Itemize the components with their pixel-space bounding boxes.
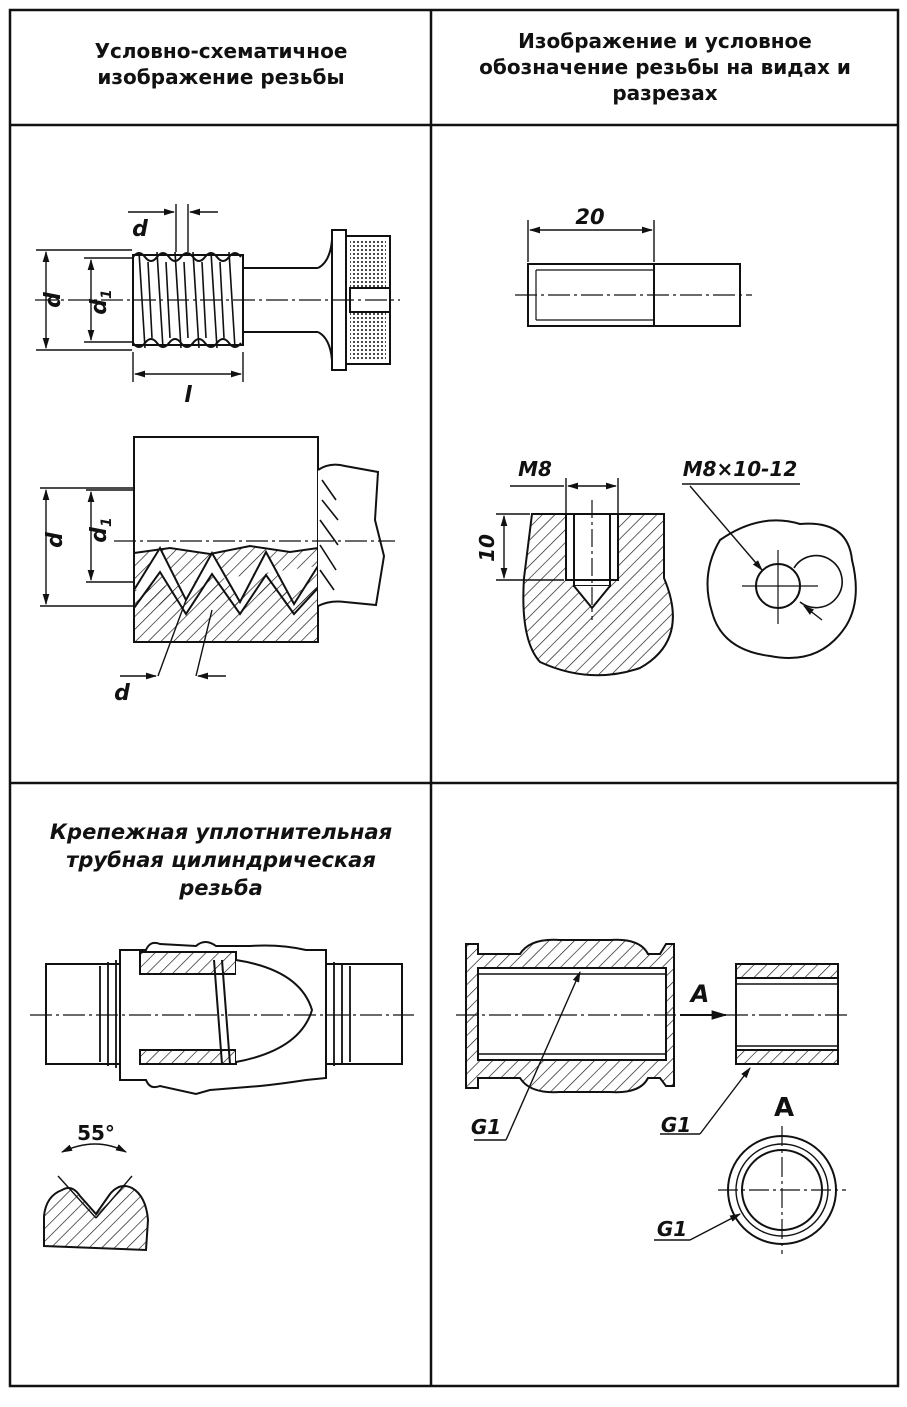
nut-dimensions [40, 487, 226, 680]
threaded-rod [515, 220, 752, 327]
header-col2-line3: разрезах [612, 81, 718, 105]
label-d1-subscript: 1 [99, 517, 115, 527]
table-border [8, 8, 900, 1388]
screw-dimensions [36, 204, 244, 382]
label-view-a: A [774, 1093, 794, 1123]
caption-line3: резьба [179, 876, 263, 900]
table-grid [8, 8, 900, 1388]
caption-line1: Крепежная уплотнительная [49, 820, 393, 844]
label-d-nut-pitch: d [114, 681, 130, 706]
label-g1-coupling: G1 [471, 1115, 501, 1139]
label-d1-subscript: 1 [99, 289, 115, 299]
label-section-a-arrow: A [689, 980, 710, 1008]
thread-profile-55 [43, 1143, 150, 1252]
screw-schematic [35, 229, 400, 371]
dim-20: 20 [575, 205, 604, 229]
header-col2: Изображение и условное обозначение резьб… [440, 28, 890, 106]
nut-section [114, 436, 395, 643]
label-angle-55: 55° [77, 1121, 115, 1145]
label-d-pitch: d [132, 217, 148, 242]
label-d-outer: d [41, 292, 66, 308]
label-g1-view: G1 [657, 1217, 687, 1241]
dim-10: 10 [475, 534, 499, 562]
pipe-thread-caption: Крепежная уплотнительная трубная цилиндр… [20, 818, 422, 902]
header-col1-line2: изображение резьбы [97, 65, 345, 89]
header-col2-line2: обозначение резьбы на видах и [479, 55, 851, 79]
blind-hole-section [496, 478, 674, 677]
header-col2-line1: Изображение и условное [518, 29, 812, 53]
label-m8: M8 [518, 457, 552, 481]
label-g1-pipe: G1 [661, 1113, 691, 1137]
label-d-nut: d [43, 532, 68, 548]
hole-end-view [682, 483, 857, 659]
pipe-end-section [660, 963, 850, 1135]
pipe-thread-assembly [30, 941, 414, 1096]
caption-line2: трубная цилиндрическая [66, 848, 376, 872]
label-l: l [184, 383, 192, 408]
header-col1-line1: Условно-схематичное [94, 39, 348, 63]
coupling-section [456, 938, 728, 1141]
label-m8-spec: M8×10-12 [683, 457, 798, 481]
view-a-circle [654, 1126, 846, 1254]
header-col1: Условно-схематичное изображение резьбы [20, 38, 422, 90]
